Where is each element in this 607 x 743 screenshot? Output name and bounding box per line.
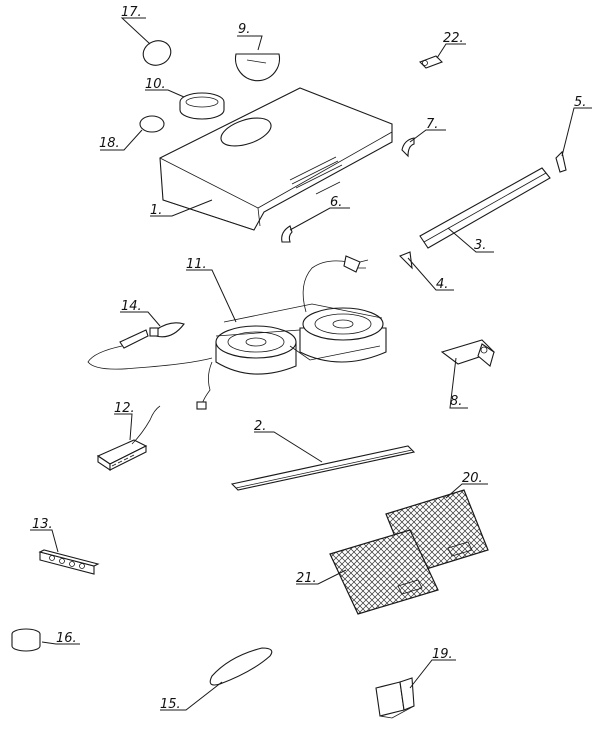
label-15: 15. [160,697,181,712]
label-14: 14. [121,299,142,314]
label-11: 11. [186,257,207,272]
part-14-lamp: 14. [87,299,213,370]
vent-slots [289,156,343,189]
label-3: 3. [474,238,486,253]
label-18: 18. [99,136,120,151]
part-15-gasket: 15. [160,647,273,712]
part-18-ring: 18. [99,115,165,151]
part-22-clip: 22. [419,31,466,69]
part-10-collar: 10. [145,77,225,120]
label-4: 4. [436,277,448,292]
label-7: 7. [426,117,438,132]
part-13-switch-strip: 13. [30,517,100,575]
label-10: 10. [145,77,166,92]
label-20: 20. [462,471,483,486]
label-6: 6. [330,195,342,210]
label-8: 8. [450,394,462,409]
part-1-hood-body: 1. [150,87,393,231]
label-17: 17. [121,5,142,20]
label-21: 21. [296,571,317,586]
part-6-clip: 6. [281,195,350,243]
part-5-clip: 5. [555,95,592,173]
label-16: 16. [56,631,77,646]
label-1: 1. [150,203,162,218]
part-19-bracket: 19. [375,647,456,719]
label-22: 22. [443,31,464,46]
part-17-gasket: 17. [120,5,172,66]
part-21-filter: 21. [296,529,439,615]
part-11-motor-assembly: 11. [186,255,387,410]
part-3-front-bar: 3. [419,167,551,253]
label-5: 5. [574,95,586,110]
part-9-cover: 9. [234,22,281,82]
label-2: 2. [254,419,266,434]
part-8-bracket: 8. [440,339,496,409]
part-12-control-board: 12. [96,401,161,472]
part-7-clip: 7. [401,117,446,158]
part-4-bracket: 4. [399,251,454,292]
label-19: 19. [432,647,453,662]
label-13: 13. [32,517,53,532]
label-12: 12. [114,401,135,416]
part-2-rail: 2. [230,419,416,491]
label-9: 9. [238,22,250,37]
part-16-duct-ring: 16. [11,628,80,652]
